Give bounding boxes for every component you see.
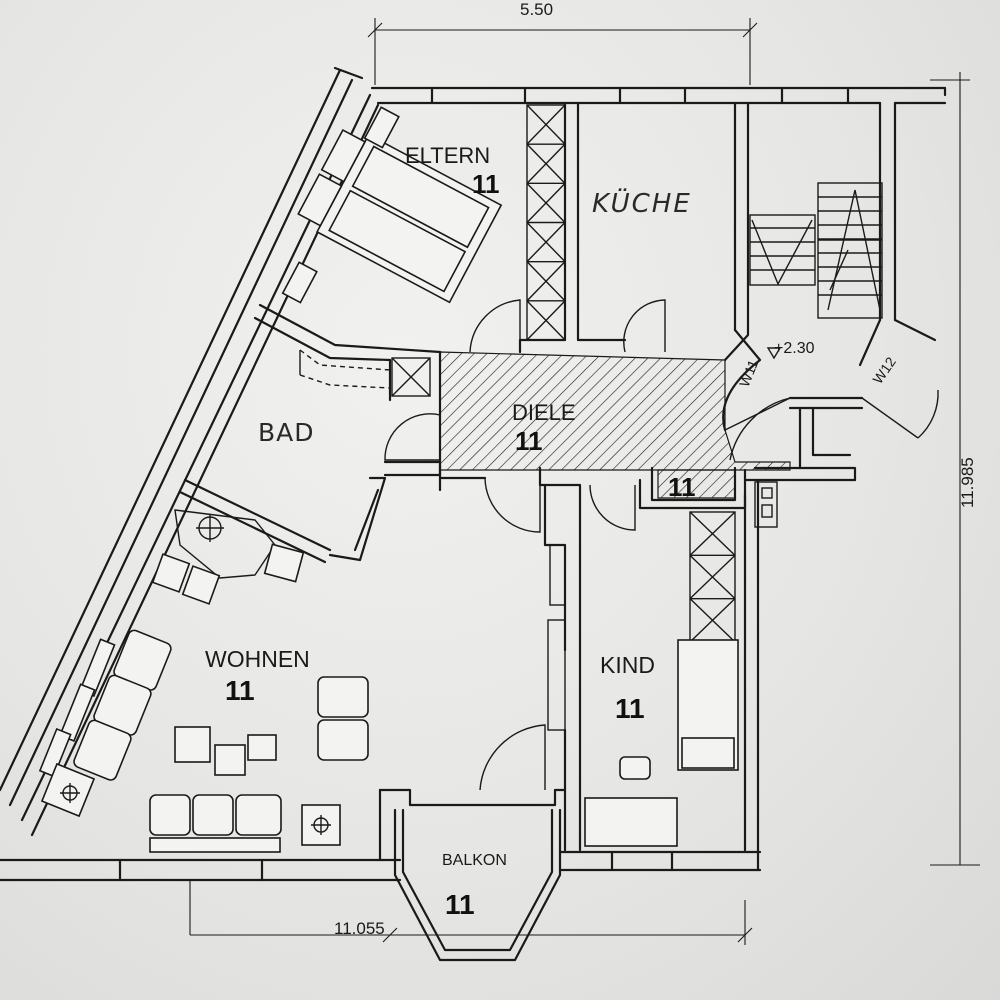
bad-cabinet <box>391 357 431 397</box>
wardrobe-eltern <box>526 104 566 341</box>
room-label-kind: KIND <box>600 652 655 678</box>
diele-floor <box>439 351 791 471</box>
eltern-furniture <box>281 106 503 304</box>
room-number-balkon: 11 <box>445 889 475 920</box>
doors <box>384 299 666 791</box>
level-marker: +2.30 <box>766 340 815 360</box>
room-number-eltern: 11 <box>472 169 500 199</box>
bad-fixtures <box>299 349 391 389</box>
stair-hall <box>722 318 939 461</box>
dimension-top-label: 5.50 <box>520 0 553 19</box>
door-label-w12: W12 <box>869 354 899 387</box>
door-label-w11: W11 <box>736 357 761 389</box>
balkon-outline <box>378 788 567 962</box>
room-number-wohnen: 11 <box>225 675 255 706</box>
room-label-diele: DIELE <box>512 400 576 425</box>
room-label-kueche: KÜCHE <box>592 187 692 219</box>
dimension-right-label: 11.985 <box>958 457 977 508</box>
staircase <box>749 182 883 319</box>
room-label-bad: BAD <box>258 418 315 447</box>
room-label-wohnen: WOHNEN <box>205 646 310 672</box>
room-label-eltern: ELTERN <box>405 143 490 168</box>
room-number-diele: 11 <box>515 426 543 456</box>
room-number-closet: 11 <box>668 472 696 502</box>
wardrobe-kind <box>689 511 736 643</box>
room-label-balkon: BALKON <box>442 852 507 869</box>
level-label: +2.30 <box>774 340 815 357</box>
dimension-bottom-label: 11.055 <box>334 919 385 938</box>
room-number-kind: 11 <box>615 693 645 724</box>
kind-furniture <box>547 481 778 847</box>
dimension-top: 5.50 <box>367 0 758 85</box>
dimension-right: 11.985 <box>930 72 980 866</box>
closet-floor <box>657 469 736 499</box>
dimension-bottom: 11.055 <box>189 880 753 945</box>
wohnen-furniture <box>38 509 369 853</box>
